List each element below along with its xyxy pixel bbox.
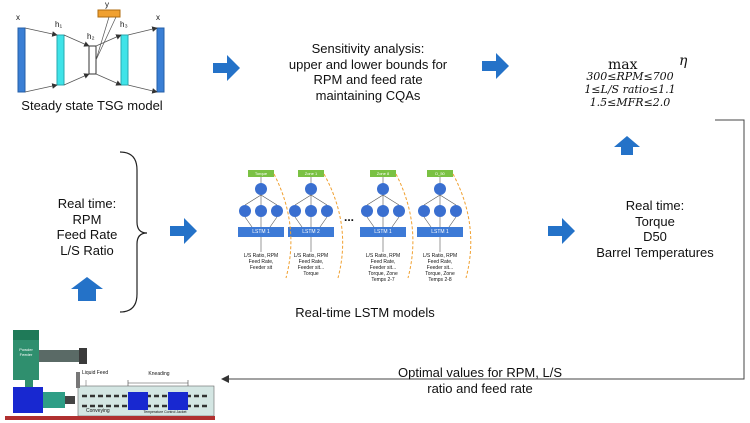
constraint-mfr: 1.5≤MFR≤2.0 [589,96,671,109]
lstm-caption: Real-time LSTM models [295,305,435,320]
outputs-line-3: D50 [643,229,667,245]
arrow-up-inputs [71,277,103,301]
lstm-target-4: D_50 [435,171,445,176]
temp-jacket-label: Temperature Control Jacket [143,410,187,414]
lstm-inputs-1: L/S Ratio, RPM Feed Rate, Feeder sit [236,253,286,271]
hidden-layer-h1 [56,34,65,86]
optimal-line-1: Optimal values for RPM, L/S [398,365,562,380]
lstm-cell-3: LSTM 1 [374,229,392,235]
extruder-illustration [5,330,215,420]
feedback-line [221,119,745,383]
powder-feeder [13,338,39,380]
lstm-target-1: Torque [254,171,268,176]
lstm-network-4 [417,170,463,252]
lstm-inputs-3: L/S Ratio, RPM Feed Rate, Feeder sit... … [358,253,408,283]
lstm-input-line: Feeder sit... [426,265,454,271]
inputs-line-1: Real time: [57,196,117,211]
arrow-to-sensitivity [213,55,240,81]
arrow-from-lstm [548,218,575,244]
extruder-motor [13,387,43,413]
hidden-layer-h3 [120,34,129,86]
lstm-connector-4 [452,173,472,279]
input-layer-x [17,27,26,93]
outputs-line-2: Torque [635,213,675,229]
lstm-input-line: Feed Rate, [427,259,453,265]
label-h1: h₁ [55,20,63,29]
autoencoder-diagram [17,9,165,94]
powder-feeder-line: Feeder [19,352,33,357]
autoencoder-caption: Steady state TSG model [21,98,163,113]
extruder-base [5,416,215,420]
lstm-input-line: L/S Ratio, RPM [365,253,401,259]
sensitivity-line-2: upper and lower bounds for [288,56,448,72]
input-brace [119,151,148,313]
powder-feeder-label: Powder Feeder [14,347,38,357]
label-y: y [105,0,109,9]
inputs-line-4: L/S Ratio [60,242,114,258]
label-h2: h₂ [87,32,95,41]
lstm-target-3: Zone 8 [376,171,390,176]
sensitivity-line-4: maintaining CQAs [315,87,421,103]
lstm-input-line: Feed Rate, [248,259,274,265]
inputs-line-2: RPM [72,211,102,227]
lstm-connector-1 [273,173,292,279]
lstm-inputs-2: L/S Ratio, RPM Feed Rate, Feeder sit... … [286,253,336,277]
sensitivity-line-3: RPM and feed rate [313,72,423,88]
lstm-input-line: Feed Rate, [370,259,396,265]
sensitivity-text: Sensitivity analysis: upper and lower bo… [268,41,468,103]
optimization-max: max [608,57,638,73]
optimal-values-text: Optimal values for RPM, L/S ratio and fe… [370,365,590,396]
lstm-input-line: Feeder sit... [369,265,397,271]
lstm-network-3 [360,170,406,252]
realtime-inputs: Real time: RPM Feed Rate L/S Ratio [42,196,132,258]
optimal-line-2: ratio and feed rate [427,380,533,396]
lstm-input-line: Feed Rate, [298,259,324,265]
lstm-target-2: Zone 1 [304,171,318,176]
lstm-input-line: Torque, Zone [425,271,455,277]
arrow-to-optimization [482,53,509,79]
lstm-network-2 [288,170,334,252]
optimization-eta: η [679,53,688,69]
lstm-connector-3 [395,173,414,279]
inputs-line-3: Feed Rate [56,227,118,243]
lstm-input-line: L/S Ratio, RPM [243,253,279,259]
outputs-line-1: Real time: [625,198,685,213]
lstm-input-line: Temps 2-7 [371,277,395,283]
lstm-input-line: L/S Ratio, RPM [293,253,329,259]
output-layer-x [156,27,165,93]
lstm-input-line: Torque, Zone [368,271,398,277]
constraint-rpm: 300≤RPM≤700 [586,70,674,83]
hidden-layer-h2 [88,45,97,75]
label-h3: h₃ [120,20,128,29]
realtime-outputs: Real time: Torque D50 Barrel Temperature… [580,198,730,260]
lstm-cell-2: LSTM 2 [302,229,320,235]
sensitivity-line-1: Sensitivity analysis: [311,41,425,56]
kneading-label: Kneading [148,371,170,377]
lstm-network-1 [238,170,284,252]
lstm-cell-1: LSTM 1 [252,229,270,235]
liquid-feed-label: Liquid Feed [82,370,109,376]
latent-output-y [97,9,121,18]
lstm-inputs-4: L/S Ratio, RPM Feed Rate, Feeder sit... … [415,253,465,283]
powder-feeder-line: Powder [19,347,33,352]
lstm-input-line: Feeder sit [249,265,273,271]
constraint-ls-ratio: 1≤L/S ratio≤1.1 [584,83,676,96]
outputs-line-4: Barrel Temperatures [596,244,714,260]
lstm-cell-4: LSTM 1 [431,229,449,235]
lstm-input-line: Temps 2-8 [428,277,452,283]
arrow-up-to-optimization [614,136,640,155]
label-x-left: x [16,13,20,22]
label-x-right: x [156,13,160,22]
lstm-input-line: Feeder sit... [297,265,325,271]
arrow-to-lstm [170,218,197,244]
conveying-label: Conveying [86,408,110,414]
lstm-input-line: L/S Ratio, RPM [422,253,458,259]
lstm-ellipsis: ... [343,210,354,224]
lstm-connector-2 [323,173,344,279]
lstm-input-line: Torque [303,271,319,277]
